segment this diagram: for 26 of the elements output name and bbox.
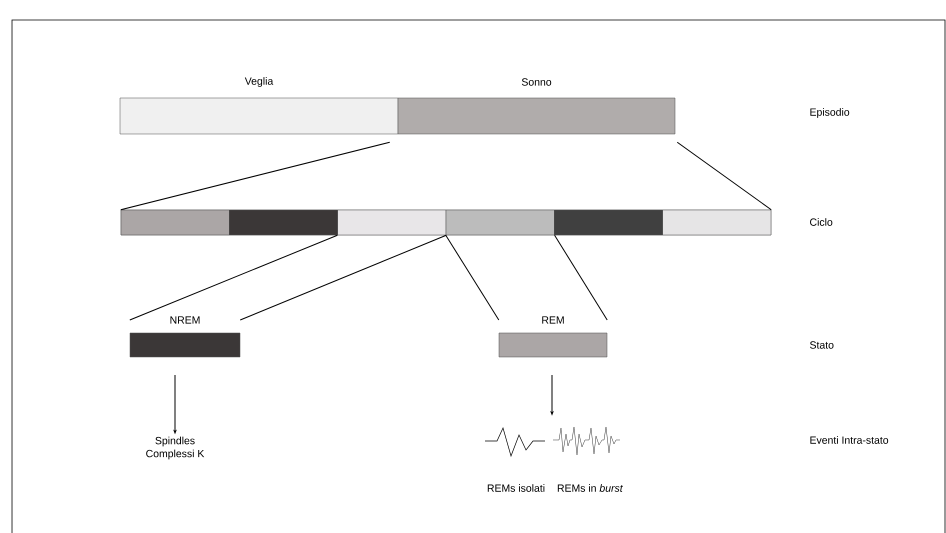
zoom-line (676, 142, 772, 210)
node-label: REM (542, 316, 564, 324)
node-label: Veglia (244, 77, 274, 87)
zoom-line (120, 142, 390, 210)
segment (662, 210, 772, 236)
segment (554, 210, 663, 236)
state-bar: NREM (130, 316, 240, 358)
level-label: Eventi Intra-stato (810, 436, 888, 444)
labelled-bar: Sonno (398, 78, 676, 134)
level-label: Ciclo (810, 218, 832, 226)
zoom-line (240, 234, 447, 320)
level-label: Episodio (810, 108, 850, 118)
zoom-line (129, 234, 338, 320)
segment (120, 210, 230, 236)
event-text: Spindles Complessi K (146, 436, 204, 460)
node-label: Sonno (522, 78, 552, 86)
segment (229, 210, 338, 236)
level-label: Stato (810, 341, 834, 349)
state-bar: REM (498, 316, 608, 358)
segment (337, 210, 446, 236)
zoom-line (445, 234, 500, 320)
waveform-drawing: REMs isolati REMs in burst (484, 426, 624, 492)
zoom-line (554, 234, 608, 320)
node-label: NREM (170, 316, 200, 324)
labelled-bar: Veglia (120, 77, 398, 134)
segment (446, 210, 555, 236)
